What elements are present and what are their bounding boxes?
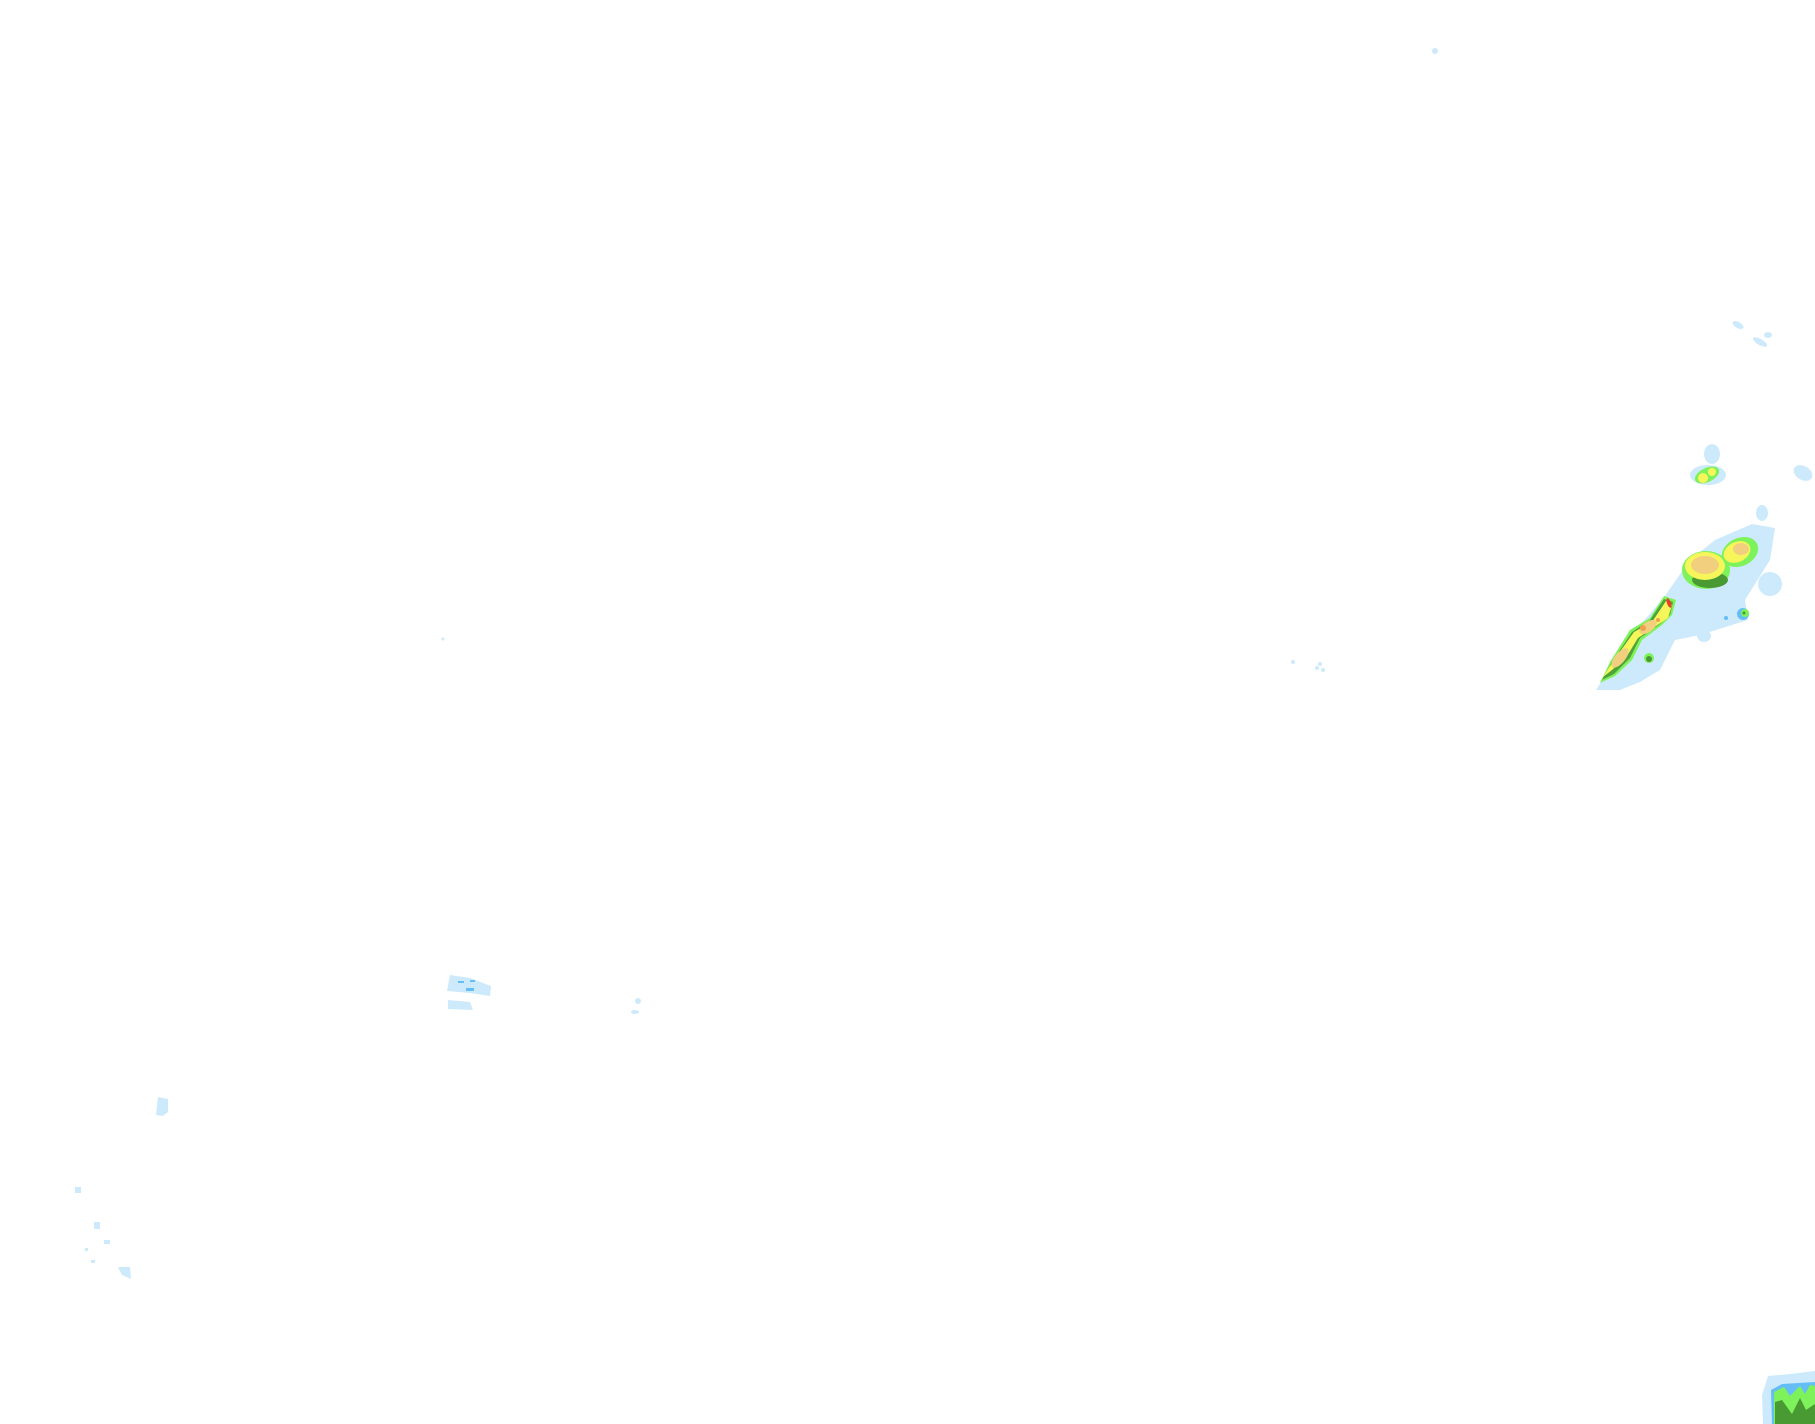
light-precip-details bbox=[458, 980, 475, 991]
storm-cluster-bottom-right bbox=[1762, 1371, 1815, 1424]
storm-cluster-main bbox=[1596, 444, 1782, 690]
light-precip-scatter bbox=[75, 48, 1813, 1279]
